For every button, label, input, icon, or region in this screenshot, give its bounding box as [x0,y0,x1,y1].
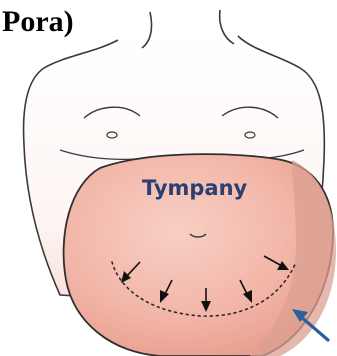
figure-heading: Pora) [2,6,74,38]
tympany-label: Tympany [142,175,247,201]
